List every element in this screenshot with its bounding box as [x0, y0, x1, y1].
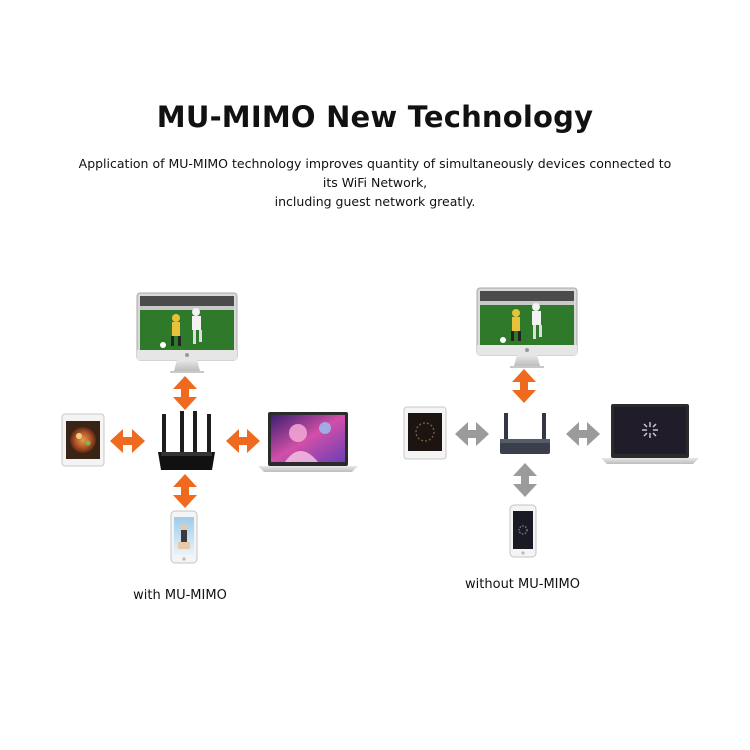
- caption-with-mu-mimo: with MU-MIMO: [133, 588, 227, 603]
- bidirectional-arrow-right: [226, 429, 260, 453]
- bidirectional-arrow-right: [566, 422, 600, 446]
- phone-icon: [170, 510, 198, 564]
- tablet-icon: [403, 406, 447, 460]
- bidirectional-arrow-left: [110, 429, 145, 453]
- imac-icon: [136, 292, 238, 373]
- page-subtitle: Application of MU-MIMO technology improv…: [70, 154, 680, 211]
- bidirectional-arrow-up: [512, 369, 536, 403]
- caption-without-mu-mimo: without MU-MIMO: [465, 577, 580, 592]
- panel-with-mu-mimo: [61, 292, 358, 564]
- bidirectional-arrow-down: [513, 463, 537, 497]
- subtitle-line-1: Application of MU-MIMO technology improv…: [78, 156, 672, 190]
- router-icon: [158, 411, 215, 470]
- router-icon: [500, 413, 550, 454]
- panel-without-mu-mimo: [403, 287, 699, 558]
- laptop-icon: [258, 412, 358, 472]
- bidirectional-arrow-up: [173, 376, 197, 410]
- laptop-icon: [601, 404, 699, 464]
- imac-icon: [476, 287, 578, 368]
- page-title: MU-MIMO New Technology: [156, 100, 594, 134]
- tablet-icon: [61, 413, 105, 467]
- bidirectional-arrow-down: [173, 474, 197, 508]
- bidirectional-arrow-left: [455, 422, 489, 446]
- subtitle-line-2: including guest network greatly.: [274, 194, 476, 209]
- phone-icon: [509, 504, 537, 558]
